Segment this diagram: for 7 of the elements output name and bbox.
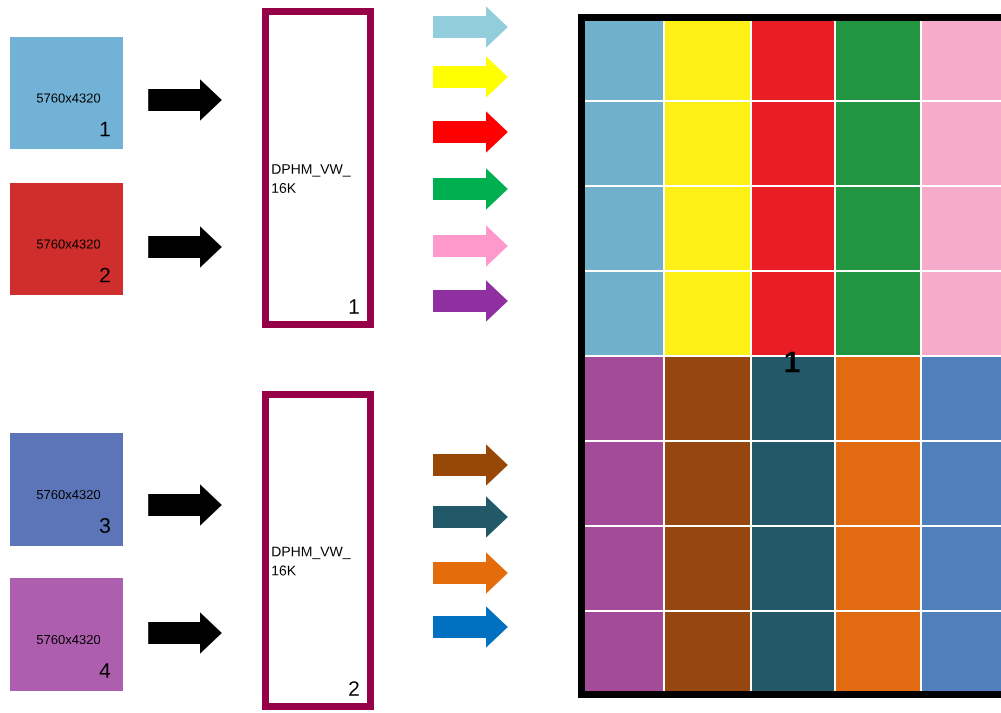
source-box: 5760x4320 3 xyxy=(10,433,123,546)
tile-panel: 1 xyxy=(578,14,1001,698)
source-box: 5760x4320 2 xyxy=(10,183,123,295)
source-box: 5760x4320 1 xyxy=(10,37,123,149)
source-box: 5760x4320 4 xyxy=(10,578,123,691)
module-box: DPHM_VW_ 16K 2 xyxy=(262,391,374,710)
module-box: DPHM_VW_ 16K 1 xyxy=(262,8,374,328)
